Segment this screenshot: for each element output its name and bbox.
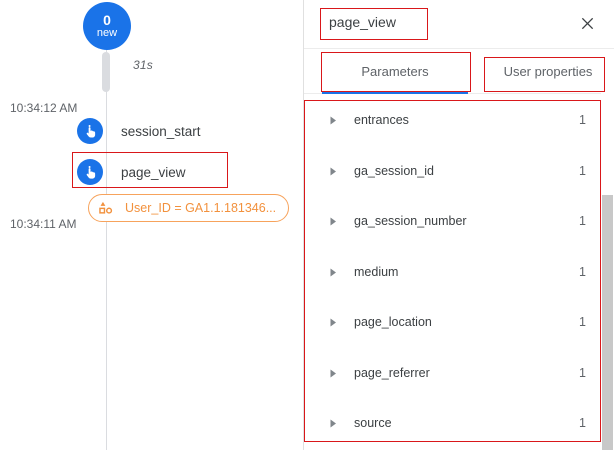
parameters-list: entrances 1 ga_session_id 1 ga_session_n… [304,94,614,450]
panel-title: page_view [329,14,396,30]
chevron-right-icon[interactable] [330,116,340,125]
timeline-axis-line [106,46,107,450]
parameter-row[interactable]: ga_session_number 1 [304,208,592,234]
new-session-bubble[interactable]: 0 new [83,2,131,50]
timestamp-bottom: 10:34:11 AM [10,217,77,231]
parameter-value: 1 [579,265,586,279]
tap-gesture-icon [77,159,103,185]
parameter-name: page_location [354,315,432,329]
session-duration-bar [102,52,110,92]
parameter-value: 1 [579,366,586,380]
chevron-right-icon[interactable] [330,268,340,277]
chevron-right-icon[interactable] [330,369,340,378]
session-duration-label: 31s [133,58,153,72]
timeline-event-page-view[interactable]: page_view [77,157,186,187]
timeline-event-label: page_view [121,164,186,180]
parameter-name: ga_session_id [354,164,434,178]
parameter-row[interactable]: page_location 1 [304,309,592,335]
parameter-value: 1 [579,164,586,178]
parameter-value: 1 [579,214,586,228]
panel-header: page_view [304,0,614,49]
shapes-icon [97,199,115,217]
tab-selected-underline [322,91,468,94]
user-id-chip[interactable]: User_ID = GA1.1.181346... [88,194,290,222]
parameter-name: source [354,416,392,430]
parameter-name: medium [354,265,399,279]
panel-scrollbar-track[interactable] [601,93,614,450]
chevron-right-icon[interactable] [330,217,340,226]
tap-gesture-icon [77,118,103,144]
parameter-name: ga_session_number [354,214,467,228]
close-icon [580,16,595,31]
user-id-chip-label: User_ID = GA1.1.181346... [125,201,277,215]
session-count: 0 [103,11,111,28]
tab-user-properties-label: User properties [503,63,593,79]
tab-parameters-label: Parameters [361,63,429,79]
parameter-row[interactable]: page_referrer 1 [304,360,592,386]
close-button[interactable] [574,10,600,36]
panel-scrollbar-thumb[interactable] [602,195,613,450]
tab-user-properties[interactable]: User properties [488,49,608,93]
chevron-right-icon[interactable] [330,419,340,428]
parameter-name: page_referrer [354,366,430,380]
parameter-row[interactable]: entrances 1 [304,107,592,133]
parameter-value: 1 [579,416,586,430]
timeline-event-session-start[interactable]: session_start [77,116,201,146]
session-new-label: new [96,26,118,39]
parameter-value: 1 [579,113,586,127]
tab-parameters[interactable]: Parameters [322,49,468,93]
parameter-row[interactable]: source 1 [304,410,592,436]
parameter-value: 1 [579,315,586,329]
event-timeline-panel: 31s 0 new 10:34:12 AM 10:34:11 AM sessio… [0,0,303,450]
timestamp-top: 10:34:12 AM [10,101,78,115]
chevron-right-icon[interactable] [330,167,340,176]
event-details-panel: page_view Parameters User properties ent… [303,0,614,450]
parameter-row[interactable]: ga_session_id 1 [304,158,592,184]
chevron-right-icon[interactable] [330,318,340,327]
parameter-row[interactable]: medium 1 [304,259,592,285]
parameter-name: entrances [354,113,409,127]
timeline-event-label: session_start [121,123,201,139]
tab-bar: Parameters User properties [304,49,614,94]
